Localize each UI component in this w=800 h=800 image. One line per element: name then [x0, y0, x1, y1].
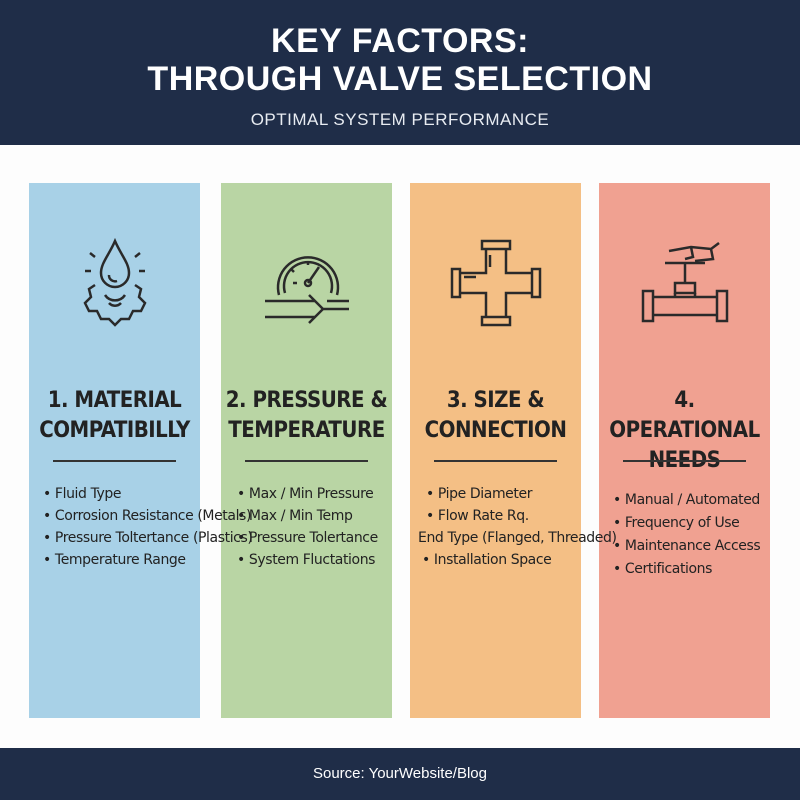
column-material: 1. MATERIAL COMPATIBILLY Fluid Type Corro…	[29, 183, 253, 718]
column-title: 3. SIZE & CONNECTION	[410, 386, 581, 446]
divider	[623, 460, 746, 462]
factor-list: Fluid Type Corrosion Resistance (Metals)…	[43, 483, 253, 571]
divider	[434, 460, 557, 462]
page-title: KEY FACTORS:THROUGH VALVE SELECTION	[0, 0, 800, 98]
gauge-arrow-icon	[264, 256, 349, 324]
list-item: Fluid Type	[43, 483, 252, 505]
title-line: TEMPERATURE	[228, 418, 385, 443]
column-title: 2. PRESSURE & TEMPERATURE	[221, 386, 392, 446]
list-item: Flow Rate Rq.	[422, 505, 617, 527]
subtitle: OPTIMAL SYSTEM PERFORMANCE	[250, 110, 550, 129]
pipe-cross-icon	[450, 239, 541, 327]
title-line: 2. PRESSURE &	[225, 388, 388, 413]
title-line: 3. SIZE &	[446, 388, 545, 413]
column-title: 1. MATERIAL COMPATIBILLY	[29, 386, 200, 446]
column-size: 3. SIZE & CONNECTION Pipe Diameter Flow R…	[410, 183, 617, 718]
hand-valve-icon	[641, 242, 728, 323]
source-text: Source: YourWebsite/Blog	[312, 765, 487, 782]
list-item: End Type (Flanged, Threaded)	[418, 530, 617, 546]
list-item: Installation Space	[422, 549, 617, 571]
title-line: CONNECTION	[424, 418, 567, 443]
list-item: Maintenance Access	[613, 535, 761, 558]
list-item: Pressure Tolertance	[237, 527, 378, 549]
droplet-gear-icon	[82, 237, 147, 327]
list-item: Temperature Range	[43, 549, 252, 571]
footer: Source: YourWebsite/Blog	[0, 748, 800, 800]
title-line-2: THROUGH VALVE SELECTION	[147, 60, 653, 98]
title-line: 4. OPERATIONAL	[609, 388, 760, 443]
list-item: Max / Min Temp	[237, 505, 378, 527]
list-item: System Fluctations	[237, 549, 378, 571]
title-line: COMPATIBILLY	[39, 418, 190, 443]
list-item: Frequency of Use	[613, 512, 760, 535]
divider	[53, 460, 176, 462]
list-item: Certifications	[613, 558, 760, 581]
list-item: Corrosion Resistance (Metals)	[43, 505, 252, 527]
list-item: Manual / Automated	[613, 489, 760, 512]
list-item: Pipe Diameter	[422, 483, 617, 505]
title-line-1: KEY FACTORS:	[271, 22, 529, 60]
factor-list: Pipe Diameter Flow Rate Rq. End Type (Fl…	[418, 483, 617, 571]
list-item: Pressure Toltertance (Plastics)	[43, 527, 253, 549]
factor-list: Max / Min Pressure Max / Min Temp Pressu…	[237, 483, 378, 571]
list-item: Max / Min Pressure	[237, 483, 378, 505]
column-pressure: 2. PRESSURE & TEMPERATURE Max / Min Press…	[221, 183, 392, 718]
divider	[245, 460, 368, 462]
factor-list: Manual / Automated Frequency of Use Main…	[613, 489, 761, 581]
header: KEY FACTORS:THROUGH VALVE SELECTION OPTI…	[0, 0, 800, 145]
title-line: 1. MATERIAL	[47, 388, 182, 413]
